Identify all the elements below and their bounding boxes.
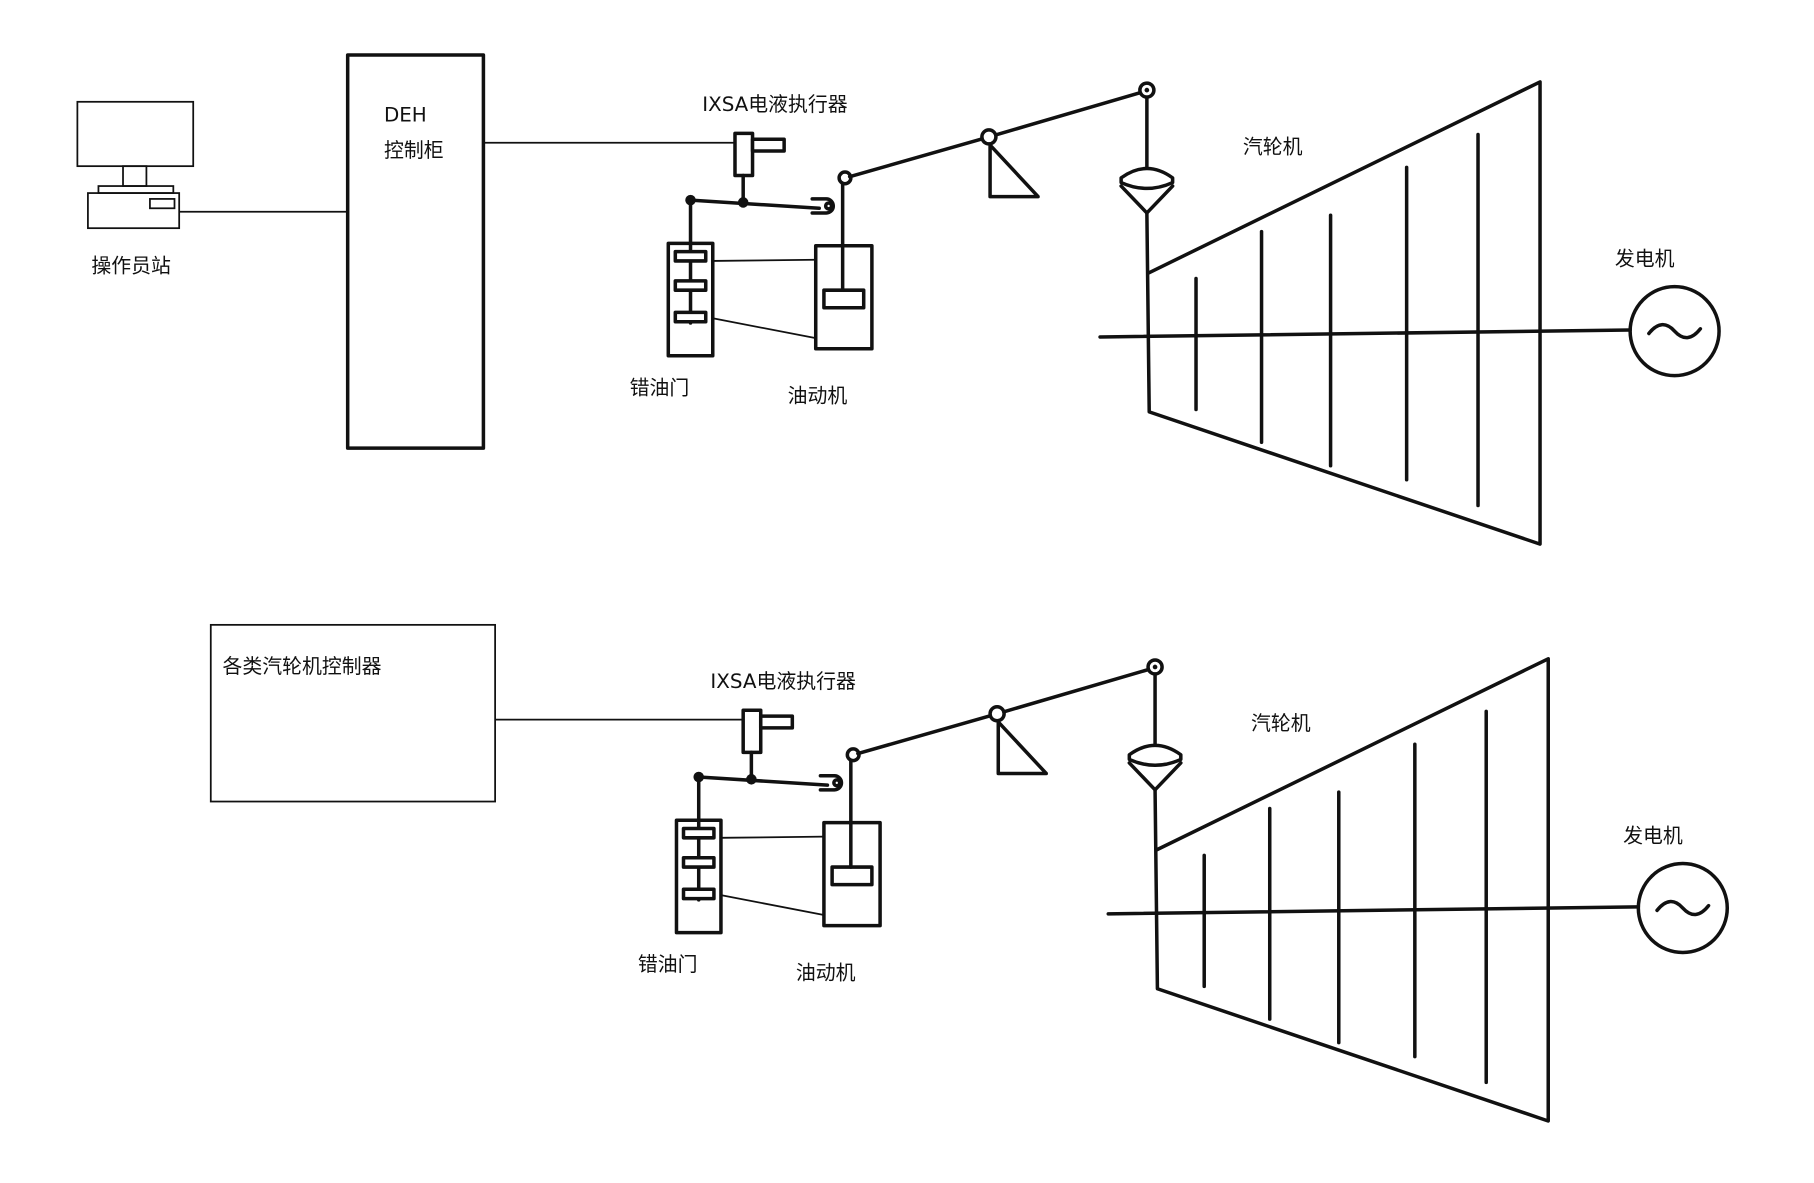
oil-line-lower bbox=[720, 894, 825, 916]
oil-line-lower bbox=[712, 317, 816, 340]
operator-station-computer-icon bbox=[76, 100, 195, 230]
deh-cabinet-label-line1: DEH bbox=[384, 104, 427, 127]
actuator-label: IXSA电液执行器 bbox=[710, 670, 856, 693]
bottom-mechanism: IXSA电液执行器 错油门 bbox=[638, 657, 1730, 1123]
top-system: 操作员站 DEH 控制柜 IXSA电液执行器 bbox=[76, 53, 1721, 546]
pilot-valve-icon bbox=[674, 775, 723, 935]
turbine-label: 汽轮机 bbox=[1243, 135, 1303, 158]
turbine-icon bbox=[1153, 657, 1550, 1123]
pilot-valve-label: 错油门 bbox=[638, 953, 698, 976]
actuator-icon bbox=[733, 131, 786, 205]
shaft-line bbox=[1106, 905, 1641, 916]
actuator-label: IXSA电液执行器 bbox=[702, 93, 848, 116]
pilot-valve-icon bbox=[666, 198, 715, 358]
generator-icon bbox=[1636, 861, 1730, 955]
controller-label: 各类汽轮机控制器 bbox=[222, 655, 381, 678]
oil-line-upper bbox=[712, 258, 816, 262]
steam-valve-icon bbox=[1127, 672, 1183, 792]
fulcrum-triangle-icon bbox=[988, 143, 1040, 199]
deh-cabinet-box bbox=[345, 53, 486, 450]
steam-valve-icon bbox=[1119, 95, 1175, 215]
servomotor-icon bbox=[822, 747, 882, 928]
floating-lever bbox=[685, 194, 836, 215]
generator-icon bbox=[1628, 284, 1721, 378]
valve-linkage bbox=[856, 658, 1164, 776]
valve-linkage bbox=[847, 81, 1156, 199]
servomotor-label: 油动机 bbox=[796, 961, 856, 984]
top-mechanism: IXSA电液执行器 错油门 bbox=[630, 80, 1721, 546]
shaft-line bbox=[1098, 328, 1632, 339]
generator-label: 发电机 bbox=[1623, 824, 1683, 847]
bottom-system: 各类汽轮机控制器 IXSA电液执行器 bbox=[209, 623, 1730, 1123]
actuator-icon bbox=[741, 708, 795, 782]
pilot-valve-label: 错油门 bbox=[630, 376, 690, 399]
floating-lever bbox=[693, 771, 844, 792]
generator-label: 发电机 bbox=[1615, 248, 1675, 271]
controller-box bbox=[209, 623, 496, 803]
operator-station-label: 操作员站 bbox=[91, 255, 171, 278]
deh-cabinet-label-line2: 控制柜 bbox=[384, 139, 444, 162]
oil-line-upper bbox=[720, 835, 824, 839]
servomotor-label: 油动机 bbox=[788, 385, 848, 408]
turbine-icon bbox=[1145, 80, 1542, 546]
fulcrum-triangle-icon bbox=[996, 720, 1049, 776]
servomotor-icon bbox=[813, 170, 874, 351]
turbine-label: 汽轮机 bbox=[1251, 712, 1311, 735]
